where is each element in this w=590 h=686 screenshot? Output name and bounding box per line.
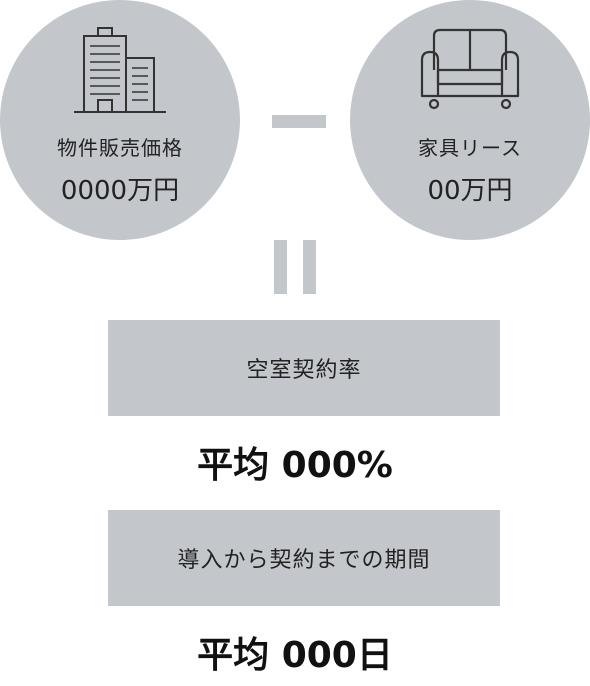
minus-sign <box>272 115 326 128</box>
property-price-circle: 物件販売価格 0000万円 <box>0 0 240 240</box>
contract-period-result: 平均 000日 <box>197 635 393 676</box>
equals-sign-bar-left <box>274 240 287 294</box>
vacancy-rate-label: 空室契約率 <box>246 358 362 383</box>
property-price-label: 物件販売価格 <box>57 136 183 160</box>
vacancy-rate-box: 空室契約率 <box>108 320 500 416</box>
furniture-lease-circle: 家具リース 00万円 <box>350 0 590 240</box>
equals-sign-bar-right <box>303 240 316 294</box>
furniture-lease-value: 00万円 <box>427 176 513 206</box>
property-price-value: 0000万円 <box>60 176 180 206</box>
contract-period-label: 導入から契約までの期間 <box>177 548 431 573</box>
office-building-icon <box>74 27 166 113</box>
sofa-icon <box>420 28 520 110</box>
furniture-lease-label: 家具リース <box>418 136 522 160</box>
contract-period-box: 導入から契約までの期間 <box>108 510 500 606</box>
vacancy-rate-result: 平均 000% <box>197 445 393 486</box>
